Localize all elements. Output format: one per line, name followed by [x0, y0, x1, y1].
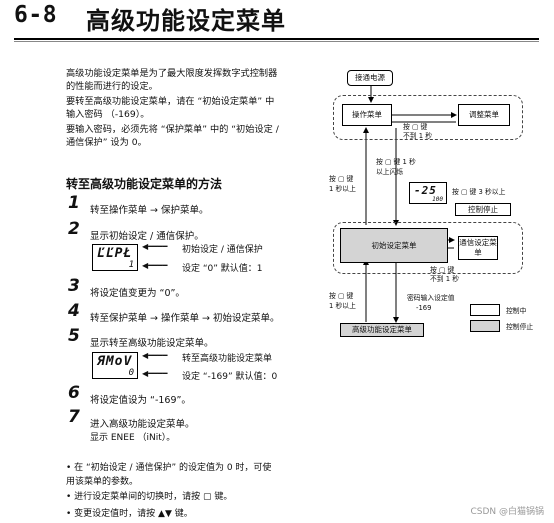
- step-text: 显示转至高级功能设定菜单。: [90, 338, 214, 349]
- note-line: • 在 “初始设定 / 通信保护” 的设定值为 0 时，可使: [66, 463, 272, 473]
- legend-label: 控制停止: [506, 323, 534, 331]
- initial-menu-box: 初始设定菜单: [340, 228, 448, 263]
- section-number: 6-8: [14, 2, 58, 28]
- operation-menu-box: 操作菜单: [342, 104, 392, 126]
- intro-line: 要转至高级功能设定菜单，请在 “初始设定菜单” 中: [66, 96, 275, 107]
- lcd-label: 设定 “-169” 默认值：0: [182, 372, 278, 382]
- dashed-group: [333, 95, 523, 140]
- arrow-icon: ◀━━━━: [142, 369, 168, 378]
- header-rule: [14, 38, 539, 40]
- lcd-top-value: ĽĽPŁ: [97, 246, 133, 261]
- lcd-label: 转至高级功能设定菜单: [182, 354, 273, 364]
- step-text: 进入高级功能设定菜单。: [90, 419, 195, 430]
- step-number: 7: [68, 407, 80, 427]
- diagram-note: 按 ▢ 键: [329, 292, 354, 300]
- lcd-top-value: -25: [414, 184, 437, 197]
- note-line: • 进行设定菜单间的切换时，请按 ▢ 键。: [66, 492, 233, 502]
- adjust-menu-box: 调整菜单: [458, 104, 510, 126]
- step-text: 转至保护菜单 → 操作菜单 → 初始设定菜单。: [90, 313, 280, 324]
- watermark: CSDN @白猫锅锅: [470, 507, 544, 517]
- comm-menu-box: 通信设定菜单: [458, 236, 498, 260]
- diagram-note: 按 ▢ 键: [403, 123, 428, 131]
- diagram-note: 按 ▢ 键: [329, 175, 354, 183]
- diagram-note: 密码输入设定值: [407, 294, 455, 302]
- lcd-display: ЯMoV 0: [92, 352, 138, 379]
- lcd-bottom-value: 100: [432, 196, 443, 203]
- lcd-top-value: ЯMoV: [97, 354, 133, 369]
- diagram-note: 按 ▢ 键 1 秒: [376, 158, 416, 166]
- lcd-label: 设定 “0” 默认值：1: [182, 264, 263, 274]
- diagram-note: -169: [416, 304, 432, 312]
- step-number: 4: [68, 301, 80, 321]
- step-number: 2: [68, 219, 80, 239]
- header-rule-thin: [14, 41, 539, 42]
- diagram-note: 按 ▢ 键: [430, 266, 455, 274]
- section-heading: 转至高级功能设定菜单的方法: [66, 177, 223, 191]
- power-on-box: 接通电源: [347, 70, 393, 86]
- diagram-note: 1 秒以上: [329, 302, 356, 310]
- arrow-icon: ◀━━━━: [142, 351, 168, 360]
- lcd-bottom-value: 0: [128, 368, 134, 378]
- step-number: 5: [68, 326, 80, 346]
- intro-line: 通信保护” 设为 0。: [66, 137, 147, 148]
- step-text: 将设定值变更为 “0”。: [90, 288, 185, 299]
- diagram-note: 不到 1 秒: [403, 132, 433, 140]
- diagram-note: 不到 1 秒: [430, 275, 460, 283]
- page-title: 高级功能设定菜单: [86, 7, 286, 35]
- intro-line: 要输入密码，必须先将 “保护菜单” 中的 “初始设定 /: [66, 124, 279, 135]
- arrow-icon: ◀━━━━: [142, 242, 168, 251]
- dashed-group: [333, 222, 523, 274]
- step-number: 3: [68, 276, 80, 296]
- diagram-lcd: -25 100: [409, 182, 447, 204]
- intro-line: 高级功能设定菜单是为了最大限度发挥数字式控制器: [66, 68, 278, 79]
- control-stop-box: 控制停止: [455, 203, 511, 216]
- step-text: 将设定值设为 “-169”。: [90, 395, 191, 406]
- legend-swatch-stop: [470, 320, 500, 332]
- lcd-bottom-value: 1: [128, 260, 134, 270]
- intro-line: 输入密码 （-169）。: [66, 109, 150, 120]
- advanced-menu-box: 高级功能设定菜单: [340, 323, 424, 337]
- step-text: 转至操作菜单 → 保护菜单。: [90, 205, 209, 216]
- legend-label: 控制中: [506, 307, 527, 315]
- step-subtext: 显示 ЕNEE （iNit）。: [90, 433, 176, 443]
- arrow-icon: ◀━━━━: [142, 261, 168, 270]
- note-line: • 变更设定值时，请按 ▲▼ 键。: [66, 509, 193, 519]
- diagram-note: 按 ▢ 键 3 秒以上: [452, 188, 506, 196]
- note-line: 用该菜单的参数。: [66, 477, 139, 487]
- lcd-display: ĽĽPŁ 1: [92, 244, 138, 271]
- step-text: 显示初始设定 / 通信保护。: [90, 231, 204, 242]
- diagram-note: 1 秒以上: [329, 185, 356, 193]
- step-number: 6: [68, 383, 80, 403]
- diagram-note: 以上闪烁: [376, 168, 404, 176]
- intro-line: 的性能而进行的设定。: [66, 81, 158, 92]
- lcd-label: 初始设定 / 通信保护: [182, 245, 263, 255]
- step-number: 1: [68, 193, 80, 213]
- legend-swatch-run: [470, 304, 500, 316]
